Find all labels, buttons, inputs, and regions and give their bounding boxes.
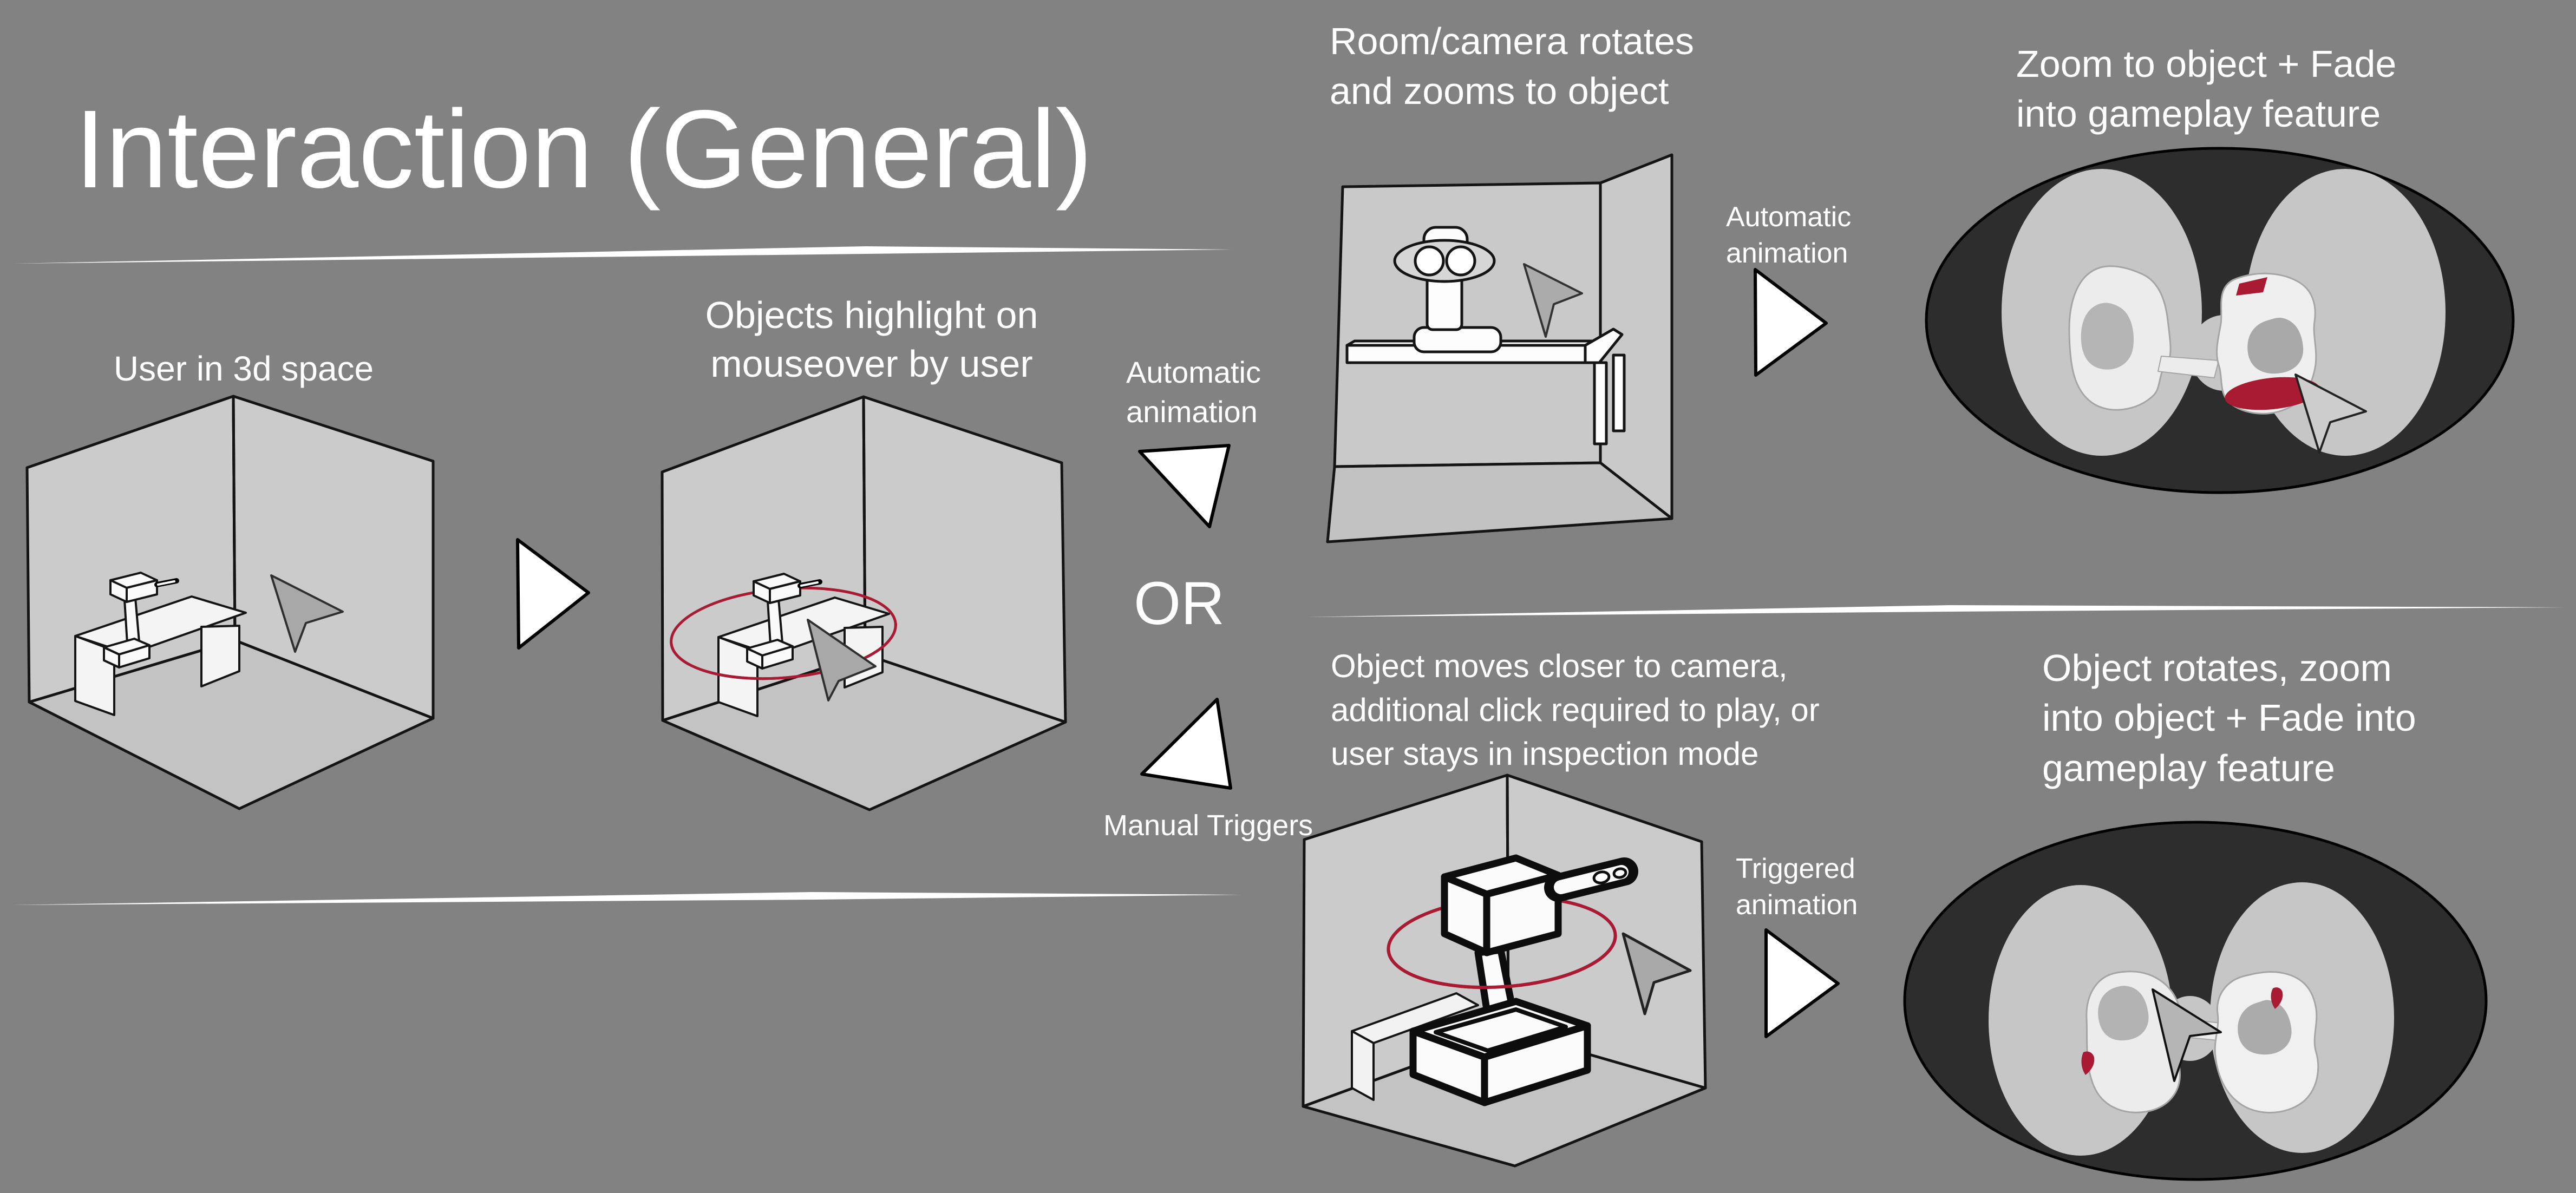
fork-triangle-manual-icon bbox=[1140, 698, 1232, 790]
flow-manual-result-label: Object rotates, zoom into object + Fade … bbox=[2042, 647, 2416, 789]
red-mark-top bbox=[2236, 277, 2267, 296]
play-triangle-icon bbox=[1754, 268, 1828, 377]
red-mark-bottom bbox=[2225, 377, 2320, 410]
rotate-ellipse-front bbox=[1387, 934, 1617, 989]
fork-manual-label: Manual Triggers bbox=[1103, 809, 1313, 842]
fork-or-label: OR bbox=[1134, 569, 1225, 637]
goggle-eye-left bbox=[1414, 245, 1445, 277]
divider-top-left bbox=[13, 246, 1232, 264]
cursor-icon bbox=[1622, 932, 1692, 1015]
flow-manual-arrow-label: Triggered animation bbox=[1736, 853, 1858, 921]
nozzle-hole bbox=[1592, 870, 1611, 884]
flow-auto-arrow-label: Automatic animation bbox=[1726, 201, 1852, 269]
room4-isometric-illustration bbox=[1302, 774, 1707, 1168]
nozzle-inner bbox=[1554, 865, 1629, 894]
nozzle-hole bbox=[1612, 867, 1627, 879]
cursor-icon bbox=[1523, 263, 1583, 338]
object-base bbox=[1413, 326, 1502, 353]
base-inset bbox=[1434, 1007, 1568, 1053]
cursor-icon bbox=[2294, 373, 2367, 454]
joystick-object bbox=[103, 572, 158, 668]
blob-inner-left bbox=[2081, 303, 2134, 370]
fork-triangle-auto-icon bbox=[1138, 444, 1231, 528]
base-right bbox=[1481, 1022, 1591, 1106]
joystick-nozzle-highlight bbox=[157, 580, 175, 586]
room2-label: Objects highlight on mouseover by user bbox=[705, 294, 1038, 385]
room1-label: User in 3d space bbox=[113, 349, 374, 388]
goggle-eye-right bbox=[1445, 245, 1476, 277]
goggle-object bbox=[1393, 226, 1502, 353]
flow-manual-room-label: Object moves closer to camera, additiona… bbox=[1331, 648, 1820, 772]
cursor-icon bbox=[807, 619, 877, 702]
blob-inner-right bbox=[2247, 317, 2304, 374]
red-mark-right bbox=[2271, 987, 2283, 1009]
page-title: Interaction (General) bbox=[75, 87, 1093, 211]
flow-auto-result-label: Zoom to object + Fade into gameplay feat… bbox=[2016, 43, 2397, 135]
blob-connector bbox=[2157, 355, 2220, 379]
joystick-object bbox=[746, 573, 801, 670]
room1-isometric-illustration bbox=[25, 395, 435, 810]
red-mark-left bbox=[2081, 1051, 2095, 1075]
front-wall bbox=[1333, 181, 1602, 468]
divider-right bbox=[1305, 605, 2566, 617]
table bbox=[1345, 327, 1626, 445]
play-triangle-icon bbox=[1764, 928, 1840, 1038]
highlight-ellipse-front bbox=[670, 623, 897, 680]
play-triangle-icon bbox=[516, 538, 590, 650]
desk bbox=[1351, 992, 1479, 1101]
corner-line bbox=[232, 396, 237, 641]
gameplay-binocular-view-top bbox=[1925, 147, 2515, 494]
gameplay-binocular-view-bottom bbox=[1903, 821, 2488, 1181]
blob-inner-right bbox=[2238, 1000, 2292, 1055]
fork-automatic-label: Automatic animation bbox=[1126, 355, 1261, 429]
cursor-icon bbox=[270, 574, 344, 653]
blob-inner-left bbox=[2098, 986, 2149, 1041]
room3-front-illustration bbox=[1326, 153, 1673, 543]
head-right bbox=[1483, 871, 1562, 956]
flow-auto-room-label: Room/camera rotates and zooms to object bbox=[1330, 20, 1695, 113]
divider-bottom-left bbox=[11, 892, 1242, 905]
room2-isometric-illustration bbox=[661, 395, 1067, 811]
floor bbox=[1326, 461, 1673, 543]
cursor-icon bbox=[2152, 988, 2222, 1082]
joystick-nozzle-highlight bbox=[800, 581, 819, 587]
